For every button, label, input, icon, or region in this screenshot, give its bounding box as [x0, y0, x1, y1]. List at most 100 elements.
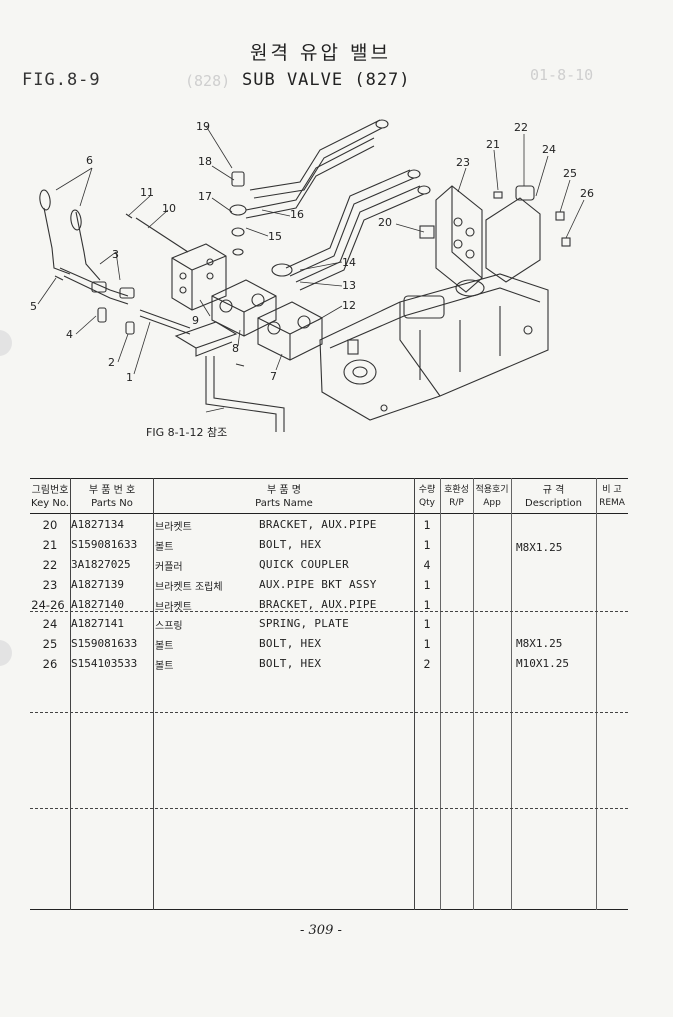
- key-no: 22: [42, 558, 58, 572]
- part-name: BOLT, HEX: [259, 657, 322, 670]
- callout-10: 10: [162, 202, 176, 215]
- table-row: 25 S159081633 볼트 BOLT, HEX 1 M8X1.25: [30, 635, 628, 655]
- part-number: A1827141: [71, 617, 124, 630]
- reference-note: FIG 8-1-12 참조: [146, 426, 227, 439]
- callout-3: 3: [112, 248, 119, 261]
- part-name-kr: 커플러: [155, 562, 183, 573]
- column-divider: [473, 478, 474, 910]
- part-name-kr: 볼트: [155, 542, 174, 553]
- callout-2: 2: [108, 356, 115, 369]
- callout-14: 14: [342, 256, 356, 269]
- part-name: BOLT, HEX: [259, 538, 322, 551]
- callout-13: 13: [342, 279, 356, 292]
- callout-18: 18: [198, 155, 212, 168]
- key-no: 25: [42, 637, 58, 651]
- quantity: 1: [423, 598, 431, 612]
- callout-11: 11: [140, 186, 154, 199]
- column-divider: [511, 478, 512, 910]
- description: M10X1.25: [516, 657, 569, 670]
- punch-hole-shadow: [0, 330, 12, 356]
- key-no: 20: [42, 518, 58, 532]
- table-row: 23 A1827139 브라켓트 조립체 AUX.PIPE BKT ASSY 1: [30, 576, 628, 596]
- part-name: AUX.PIPE BKT ASSY: [259, 578, 377, 591]
- bleed-through-text: 01-8-10: [530, 66, 594, 84]
- callout-21: 21: [486, 138, 500, 151]
- part-name: SPRING, PLATE: [259, 617, 349, 630]
- callout-7: 7: [270, 370, 277, 383]
- callout-17: 17: [198, 190, 212, 203]
- part-number: S159081633: [71, 637, 138, 650]
- description: M8X1.25: [516, 637, 563, 650]
- quantity: 2: [423, 657, 431, 671]
- table-row: 20 A1827134 브라켓트 BRACKET, AUX.PIPE 1: [30, 516, 628, 536]
- title-english: SUB VALVE (827): [242, 70, 411, 90]
- part-name-kr: 스프링: [155, 621, 183, 632]
- group-divider: [30, 712, 628, 713]
- callout-19: 19: [196, 120, 210, 133]
- callout-5: 5: [30, 300, 37, 313]
- table-header-rule: [30, 513, 628, 514]
- callout-16: 16: [290, 208, 304, 221]
- figure-label: FIG.8-9: [22, 70, 101, 90]
- callout-12: 12: [342, 299, 356, 312]
- key-no: 26: [42, 657, 58, 671]
- bleed-through-text: (828): [185, 72, 231, 90]
- part-name-kr: 브라켓트 조립체: [155, 582, 223, 593]
- part-name: BOLT, HEX: [259, 637, 322, 650]
- part-name-kr: 브라켓트: [155, 602, 192, 613]
- table-top-rule: [30, 478, 628, 479]
- key-no: 23: [42, 578, 58, 592]
- callout-20: 20: [378, 216, 392, 229]
- valve-block: [171, 243, 227, 311]
- table-row: 21 S159081633 볼트 BOLT, HEX 1 M8X1.25: [30, 536, 628, 556]
- description: M8X1.25: [516, 541, 563, 554]
- part-name-kr: 볼트: [155, 641, 174, 652]
- callout-23: 23: [456, 156, 470, 169]
- table-row: 24 A1827141 스프링 SPRING, PLATE 1: [30, 615, 628, 635]
- column-divider: [596, 478, 597, 910]
- callout-8: 8: [232, 342, 239, 355]
- valve-section-7: [257, 301, 323, 361]
- exploded-parts-diagram: 1 2 3 4 5 6 7 8 9 10 11 12 13 14 15 16 1…: [30, 119, 594, 439]
- column-divider: [70, 478, 71, 910]
- bottom-bracket: [174, 321, 285, 432]
- quantity: 1: [423, 538, 431, 552]
- part-name: BRACKET, AUX.PIPE: [259, 598, 377, 611]
- transmission-housing: [319, 273, 549, 421]
- key-no: 24-26: [31, 598, 65, 612]
- callout-22: 22: [514, 121, 528, 134]
- key-no: 21: [42, 538, 58, 552]
- page-number: - 309 -: [300, 923, 342, 938]
- part-name: QUICK COUPLER: [259, 558, 349, 571]
- key-no: 24: [42, 617, 58, 631]
- part-number: A1827134: [71, 518, 124, 531]
- valve-section-8: [211, 279, 277, 337]
- callout-9: 9: [192, 314, 199, 327]
- part-name-kr: 볼트: [155, 661, 174, 672]
- column-divider: [440, 478, 441, 910]
- quantity: 1: [423, 578, 431, 592]
- group-divider: [30, 611, 628, 612]
- part-number: A1827140: [71, 598, 124, 611]
- table-row: 26 S154103533 볼트 BOLT, HEX 2 M10X1.25: [30, 655, 628, 675]
- part-number: 3A1827025: [71, 558, 131, 571]
- callout-25: 25: [563, 167, 577, 180]
- part-name-kr: 브라켓트: [155, 522, 192, 533]
- part-number: A1827139: [71, 578, 124, 591]
- callout-15: 15: [268, 230, 282, 243]
- column-divider: [153, 478, 154, 910]
- callout-24: 24: [542, 143, 556, 156]
- callout-26: 26: [580, 187, 594, 200]
- group-divider: [30, 808, 628, 809]
- quantity: 1: [423, 518, 431, 532]
- part-number: S154103533: [71, 657, 138, 670]
